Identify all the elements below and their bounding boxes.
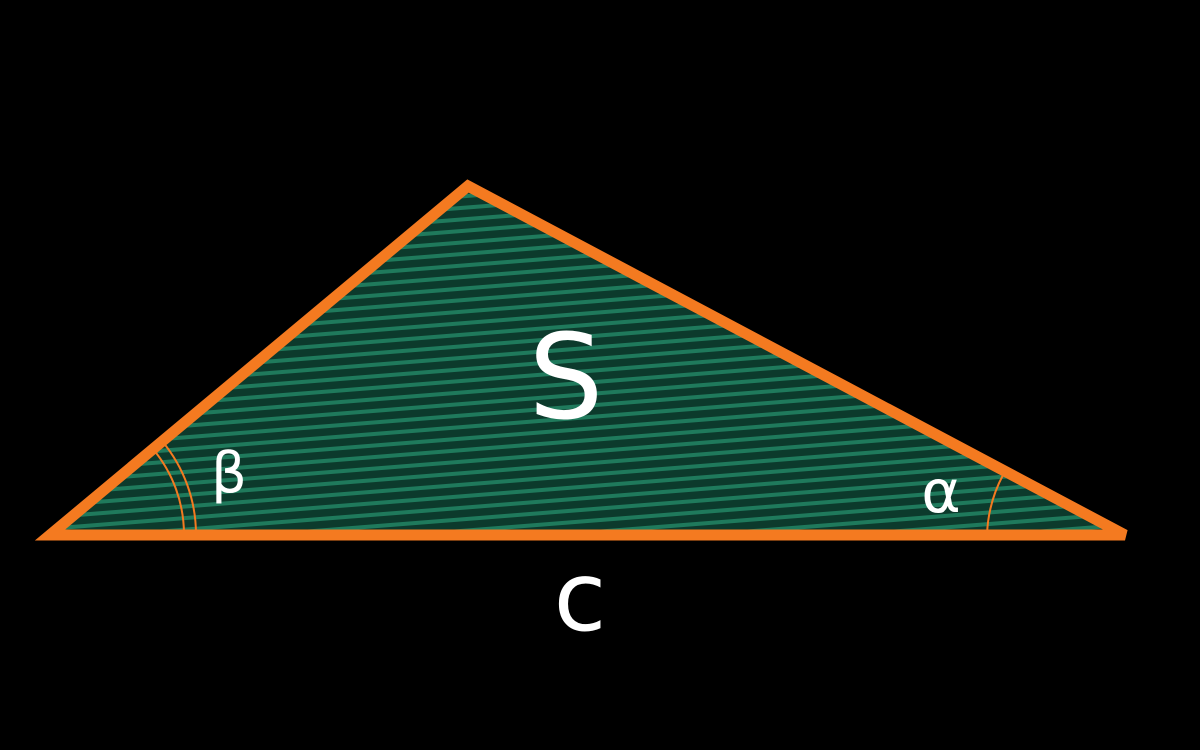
angle-alpha-arc [986, 474, 1004, 536]
angle-beta-arc-outer [161, 440, 198, 536]
triangle-outline [34, 179, 1128, 541]
angle-beta-arc-inner [152, 448, 186, 536]
triangle-fill [50, 186, 1125, 535]
angle-alpha-label: α [921, 457, 961, 527]
area-label: S [529, 308, 604, 446]
angle-beta-label: β [211, 441, 247, 506]
base-label: c [554, 541, 607, 653]
